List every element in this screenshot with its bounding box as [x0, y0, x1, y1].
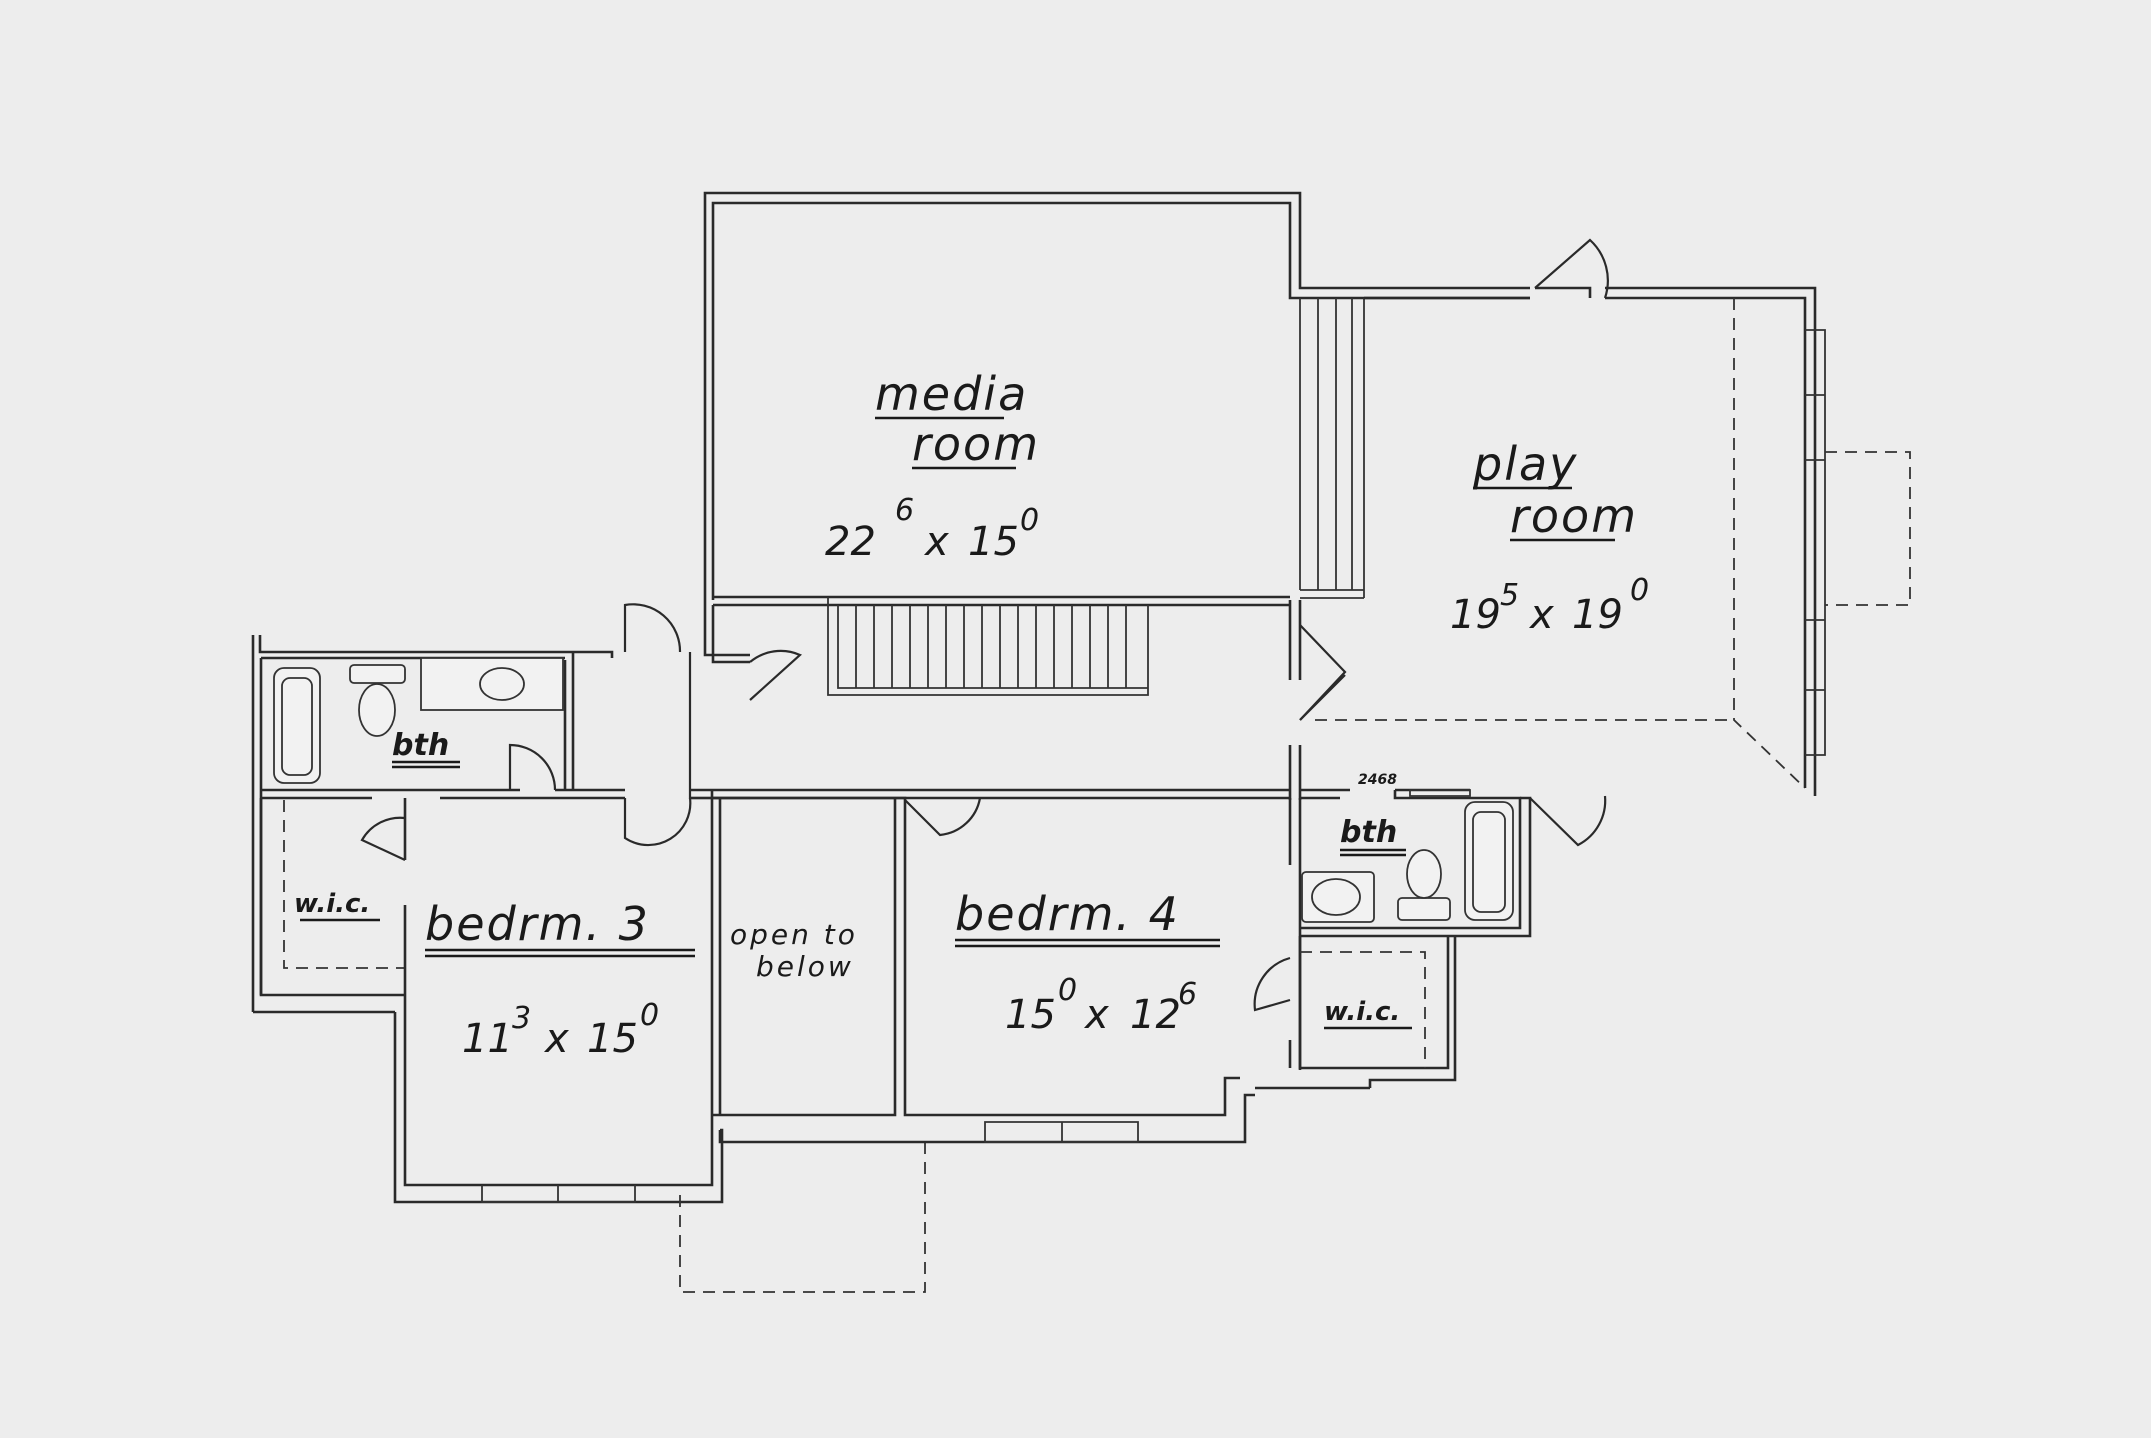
- play-dim-x: x: [1528, 592, 1554, 638]
- bedroom-3-label: bedrm. 3: [425, 897, 695, 958]
- media-side-stairs: [1299, 298, 1365, 599]
- media-room-name-1: media: [875, 367, 1028, 421]
- bedroom-3-walls: [360, 798, 926, 1293]
- bed4-dim-a: 15: [1005, 992, 1056, 1038]
- door-swings: [623, 238, 1609, 847]
- right-bath: [1300, 789, 1532, 938]
- media-room-name-2: room: [912, 417, 1040, 471]
- right-bath-label: bth: [1340, 815, 1406, 857]
- bed3-dim-x: x: [543, 1016, 569, 1062]
- bedroom-4-name: bedrm. 4: [955, 887, 1180, 941]
- play-room-label: play room: [1472, 437, 1638, 543]
- media-dim-a-sup: 6: [895, 493, 914, 528]
- left-wic-name: w.i.c.: [294, 889, 370, 919]
- open-to-below-line-1: open to: [730, 918, 858, 951]
- media-room-dimensions: 22 6 x 15 0: [825, 493, 1039, 565]
- media-room-label: media room: [875, 367, 1040, 471]
- left-wic-label: w.i.c.: [294, 889, 380, 922]
- bed4-dim-b: 12: [1130, 992, 1181, 1038]
- play-dim-a: 19: [1450, 592, 1501, 638]
- main-stairs: [827, 597, 1149, 696]
- media-dim-a: 22: [825, 519, 876, 565]
- bedroom-4-dimensions: 15 0 x 12 6: [1005, 973, 1197, 1038]
- bed3-dim-b-sup: 0: [640, 998, 659, 1033]
- play-dim-b-sup: 0: [1630, 573, 1649, 608]
- play-room-walls: [1288, 286, 1911, 800]
- left-bath-name: bth: [392, 728, 449, 763]
- right-wic-label: w.i.c.: [1324, 997, 1412, 1030]
- media-dim-b: 15: [968, 519, 1019, 565]
- open-to-below-label: open to below: [730, 918, 858, 983]
- play-dim-b: 19: [1572, 592, 1623, 638]
- bed4-dim-b-sup: 6: [1178, 977, 1197, 1012]
- bed3-dim-a-sup: 3: [512, 1001, 531, 1036]
- bedroom-4-label: bedrm. 4: [955, 887, 1220, 948]
- open-to-below-line-2: below: [756, 950, 854, 983]
- media-dim-x: x: [923, 519, 949, 565]
- play-dim-a-sup: 5: [1500, 578, 1519, 613]
- play-room-dimensions: 19 5 x 19 0: [1450, 573, 1649, 638]
- play-room-name-2: room: [1510, 489, 1638, 543]
- media-dim-b-sup: 0: [1020, 503, 1039, 538]
- left-wic: [253, 798, 407, 1014]
- bed3-dim-a: 11: [462, 1016, 513, 1062]
- bed3-dim-b: 15: [587, 1016, 638, 1062]
- bedroom-3-name: bedrm. 3: [425, 897, 650, 951]
- right-wic: [1298, 936, 1457, 1088]
- play-room-name-1: play: [1472, 437, 1578, 491]
- bed4-dim-x: x: [1083, 992, 1109, 1038]
- right-wic-name: w.i.c.: [1324, 997, 1400, 1027]
- bedroom-3-dimensions: 11 3 x 15 0: [462, 998, 659, 1062]
- door-size-code: 2468: [1358, 772, 1397, 788]
- left-bath-label: bth: [392, 728, 460, 769]
- bed4-dim-a-sup: 0: [1058, 973, 1077, 1008]
- right-bath-name: bth: [1340, 815, 1397, 850]
